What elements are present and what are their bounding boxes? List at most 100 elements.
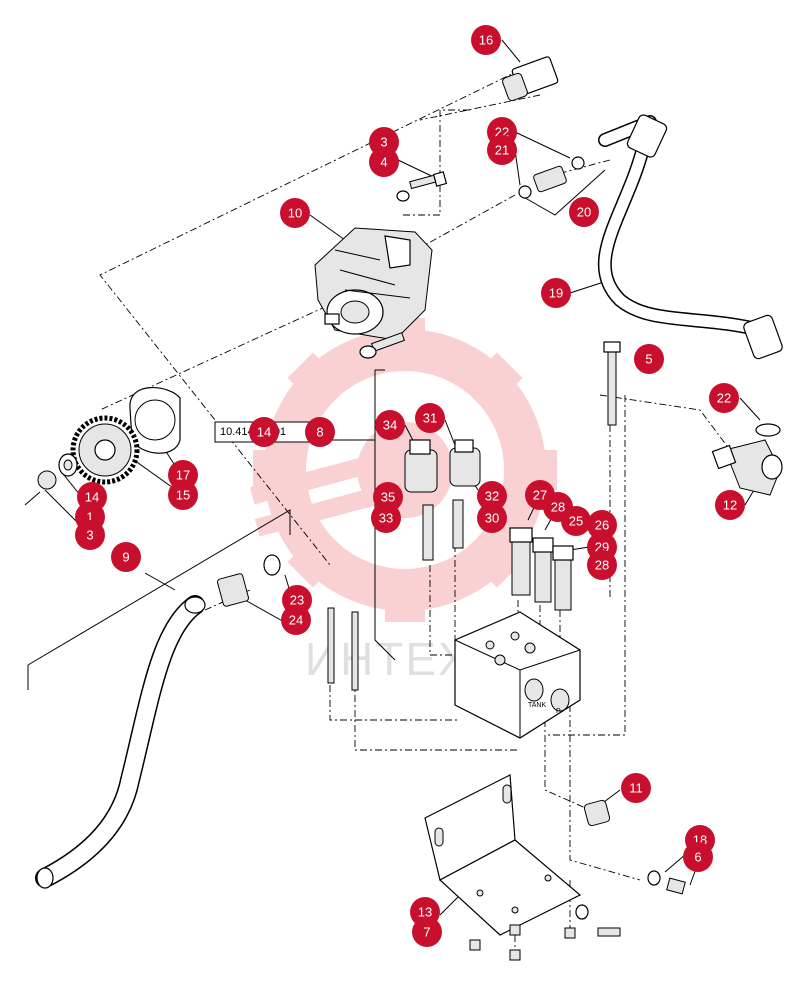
callout: 34 xyxy=(375,410,405,440)
callout-circle xyxy=(587,510,617,540)
callout-circle xyxy=(375,410,405,440)
callout: 6 xyxy=(683,842,713,872)
washer-14 xyxy=(58,453,78,477)
callout: 24 xyxy=(281,605,311,635)
callout: 9 xyxy=(111,542,141,572)
callout-label: 30 xyxy=(485,511,499,526)
callout-label: 35 xyxy=(381,490,395,505)
pump-10 xyxy=(314,227,433,341)
callout-circle xyxy=(471,25,501,55)
callouts: 16 3 4 22 21 10 20 19 5 22 12 14 8 34 31… xyxy=(75,25,745,947)
callout-label: 3 xyxy=(380,135,387,150)
bolt-under-pump xyxy=(359,332,406,359)
callout-label: 4 xyxy=(380,155,387,170)
callout: 20 xyxy=(569,197,599,227)
callout-circle xyxy=(621,773,651,803)
fitting-21-22 xyxy=(518,156,585,199)
callout: 25 xyxy=(561,506,591,536)
callout: 15 xyxy=(168,480,198,510)
callout-label: 14 xyxy=(85,490,99,505)
long-bolts xyxy=(327,607,359,691)
callout-label: 25 xyxy=(569,514,583,529)
callout-label: 1 xyxy=(86,510,93,525)
callout-label: 11 xyxy=(629,781,643,796)
callout: 4 xyxy=(369,147,399,177)
nut-1 xyxy=(24,470,57,506)
fitting-23-24 xyxy=(216,554,281,607)
elbow-12 xyxy=(711,439,783,496)
callout-circle xyxy=(487,135,517,165)
callout-circle xyxy=(412,917,442,947)
callout-label: 33 xyxy=(379,511,393,526)
callout-circle xyxy=(587,550,617,580)
callout-label: 27 xyxy=(533,488,547,503)
callout: 3 xyxy=(75,520,105,550)
hose-19 xyxy=(597,114,783,360)
watermark-gear xyxy=(249,318,557,622)
nuts-7 xyxy=(469,904,621,961)
block-label-port: P xyxy=(556,708,561,715)
callout-label: 14 xyxy=(257,425,271,440)
callout: 11 xyxy=(621,773,651,803)
callout-circle xyxy=(168,480,198,510)
bolt-4 xyxy=(396,171,448,202)
callout: 12 xyxy=(715,490,745,520)
callout: 7 xyxy=(412,917,442,947)
callout-label: 21 xyxy=(495,143,509,158)
callout-label: 5 xyxy=(645,352,652,367)
pipe-9 xyxy=(35,595,206,889)
callout-label: 13 xyxy=(418,905,432,920)
callout-label: 16 xyxy=(479,33,493,48)
callout-label: 26 xyxy=(595,518,609,533)
callout-label: 31 xyxy=(423,411,437,426)
callout-label: 19 xyxy=(549,286,563,301)
gasket-15 xyxy=(129,387,181,454)
adapter-11 xyxy=(583,799,611,827)
callout: 28 xyxy=(587,550,617,580)
callout: 8 xyxy=(305,417,335,447)
callout-circle xyxy=(715,490,745,520)
callout-label: 20 xyxy=(577,205,591,220)
valve-cartridges xyxy=(422,499,574,611)
callout-label: 34 xyxy=(383,418,397,433)
callout: 14 xyxy=(249,417,279,447)
callout-circle xyxy=(75,520,105,550)
callout-circle xyxy=(477,481,507,511)
valve-block: TANK P xyxy=(454,611,581,739)
callout: 30 xyxy=(477,503,507,533)
callout-circle xyxy=(111,542,141,572)
callout-label: 22 xyxy=(717,391,731,406)
bracket-lines xyxy=(27,169,606,690)
callout-label: 24 xyxy=(289,613,303,628)
callout: 33 xyxy=(371,503,401,533)
callout-circle xyxy=(541,278,571,308)
callout-label: 7 xyxy=(423,925,430,940)
callout-circle xyxy=(280,198,310,228)
callout-circle xyxy=(369,147,399,177)
fitting-16 xyxy=(502,56,559,102)
callout-circle xyxy=(415,403,445,433)
block-label-tank: TANK xyxy=(528,702,546,709)
callout-label: 10 xyxy=(288,206,302,221)
callout-label: 15 xyxy=(176,488,190,503)
solenoid-coils xyxy=(404,439,481,493)
callout: 10 xyxy=(280,198,310,228)
callout-label: 17 xyxy=(176,468,190,483)
callout-circle xyxy=(249,417,279,447)
callout: 22 xyxy=(709,383,739,413)
bolt-5 xyxy=(603,341,621,426)
callout-circle xyxy=(683,842,713,872)
callout-label: 3 xyxy=(86,528,93,543)
gear-15 xyxy=(70,415,140,485)
callout-circle xyxy=(477,503,507,533)
callout: 21 xyxy=(487,135,517,165)
callout: 19 xyxy=(541,278,571,308)
callout-label: 32 xyxy=(485,489,499,504)
callout-circle xyxy=(569,197,599,227)
callout: 31 xyxy=(415,403,445,433)
oring-22b xyxy=(755,423,781,437)
callout: 32 xyxy=(477,481,507,511)
callout-circle xyxy=(634,344,664,374)
callout-label: 28 xyxy=(595,558,609,573)
